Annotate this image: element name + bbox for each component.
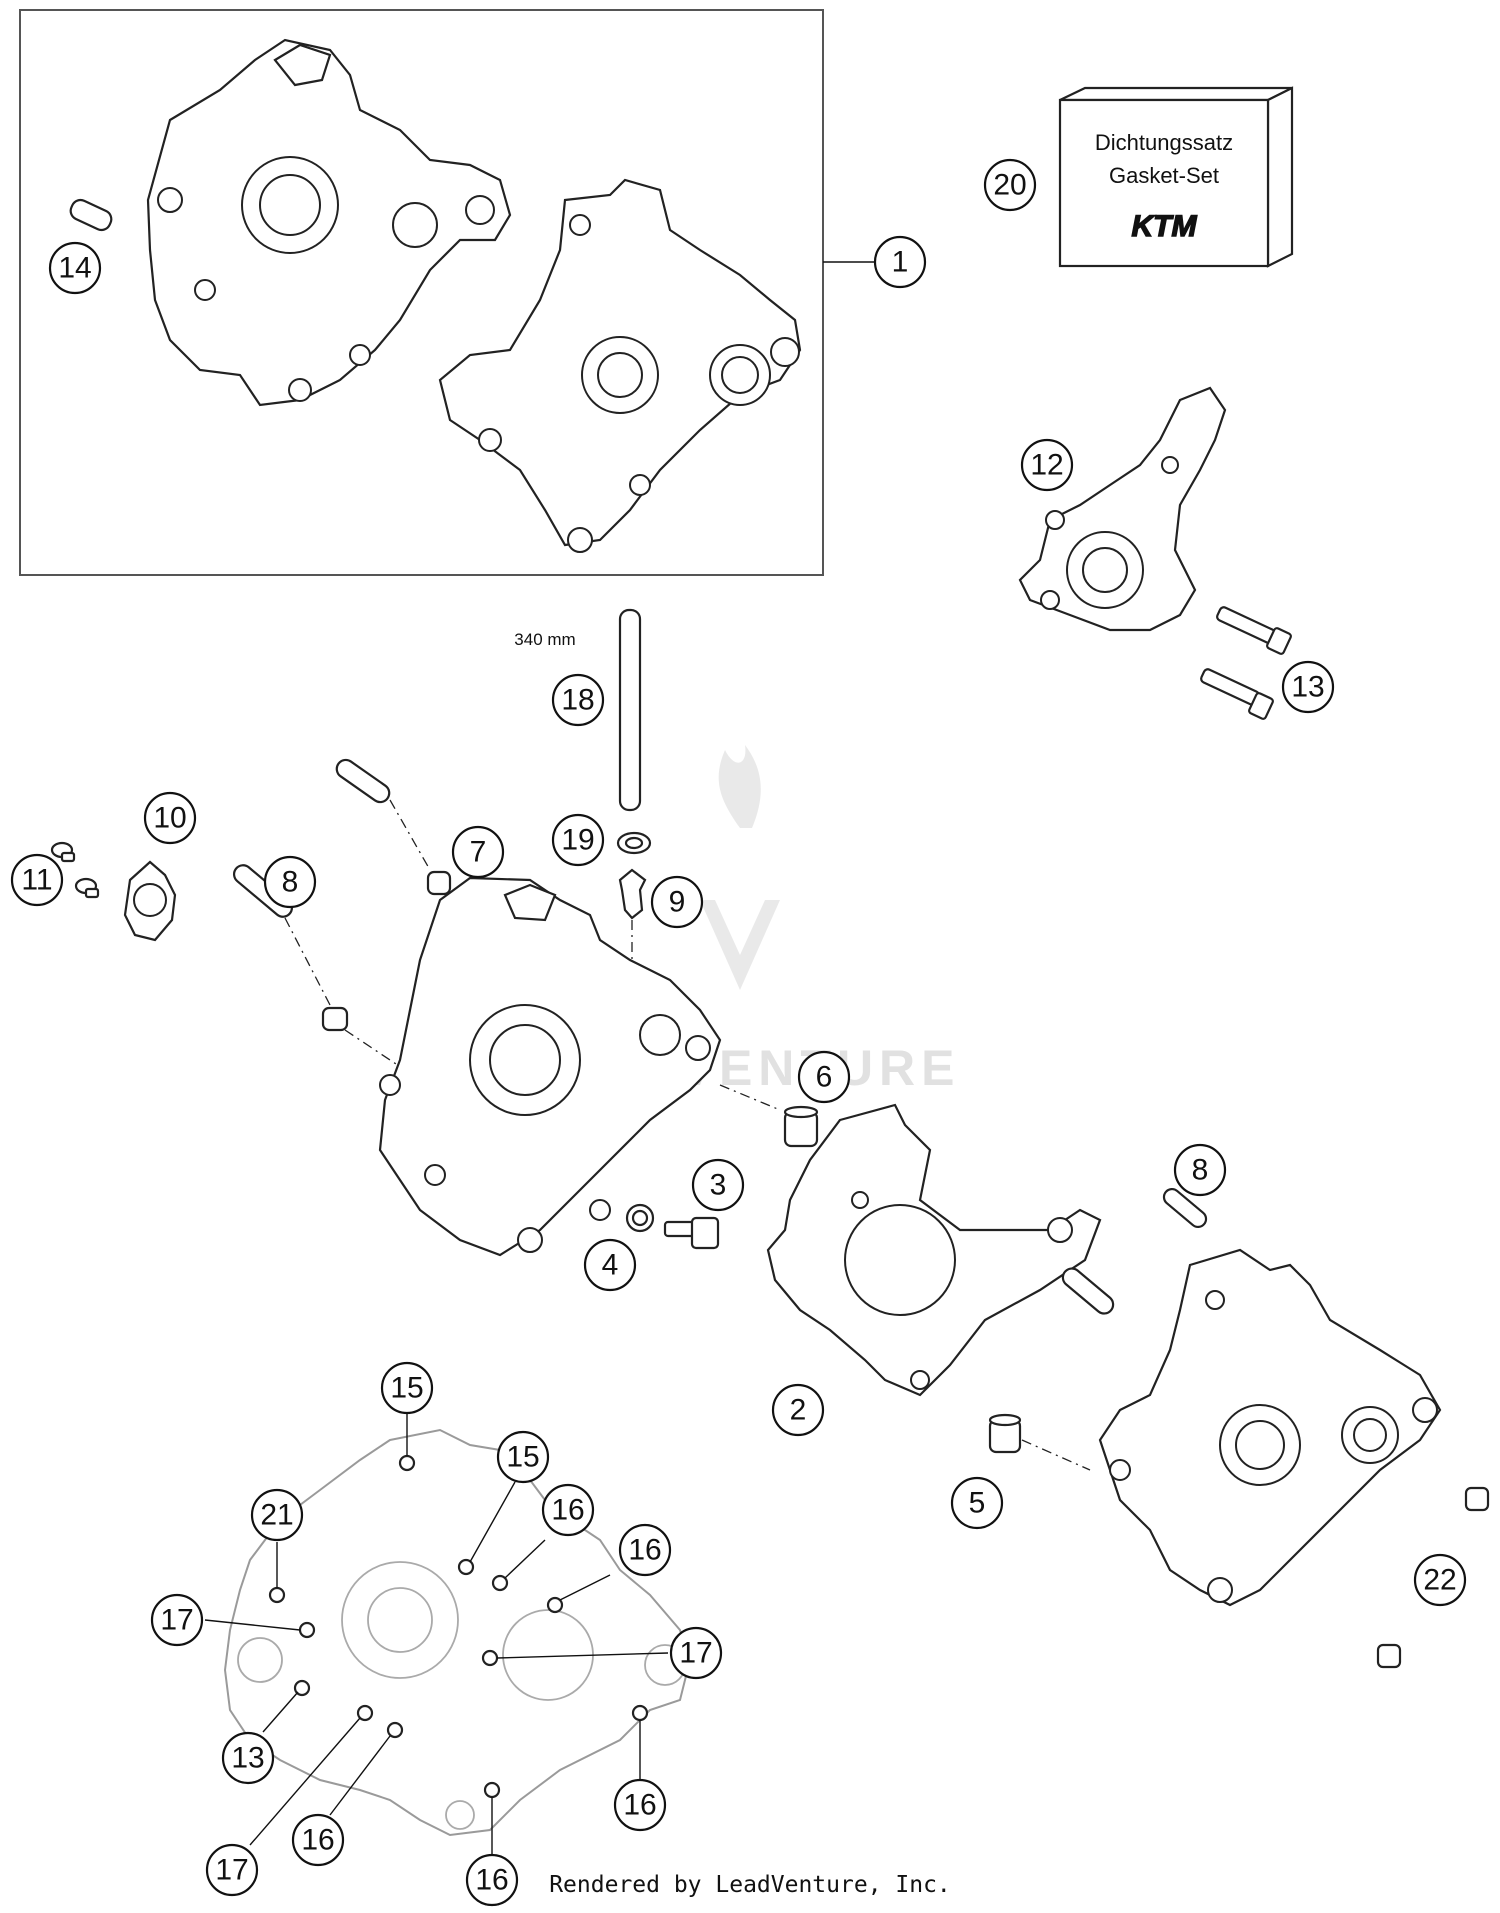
bushing-6 bbox=[719, 1084, 819, 1148]
crankcase-assembly-box bbox=[19, 9, 824, 576]
bushing-22b bbox=[1376, 1643, 1402, 1669]
svg-text:7: 7 bbox=[470, 836, 487, 869]
svg-text:2: 2 bbox=[790, 1394, 807, 1427]
svg-text:15: 15 bbox=[506, 1441, 539, 1474]
gasket-box-line2: Gasket-Set bbox=[1109, 163, 1219, 188]
svg-text:20: 20 bbox=[993, 169, 1026, 202]
svg-text:10: 10 bbox=[153, 802, 186, 835]
callout-16c: 16 bbox=[613, 1778, 667, 1832]
crankcase-half-center bbox=[378, 876, 722, 1257]
callout-7: 7 bbox=[451, 825, 505, 879]
callout-21: 21 bbox=[250, 1488, 304, 1542]
svg-text:4: 4 bbox=[602, 1249, 619, 1282]
bushing-22a bbox=[1464, 1486, 1490, 1512]
svg-text:18: 18 bbox=[561, 684, 594, 717]
screw-11b bbox=[74, 877, 100, 899]
washer-4 bbox=[625, 1203, 655, 1233]
svg-text:6: 6 bbox=[816, 1061, 833, 1094]
svg-text:5: 5 bbox=[969, 1487, 986, 1520]
bushing-5 bbox=[988, 1413, 1091, 1471]
callout-19: 19 bbox=[551, 813, 605, 867]
svg-text:19: 19 bbox=[561, 824, 594, 857]
bolt-13b bbox=[1200, 668, 1274, 720]
callout-13-top: 13 bbox=[1281, 660, 1335, 714]
svg-text:14: 14 bbox=[58, 252, 91, 285]
crankcase-half-right-top bbox=[438, 178, 802, 553]
callout-16b: 16 bbox=[618, 1523, 672, 1577]
gasket-10 bbox=[123, 860, 177, 942]
callout-16d: 16 bbox=[291, 1813, 345, 1867]
callout-8-left: 8 bbox=[263, 855, 317, 909]
callout-17a: 17 bbox=[150, 1593, 204, 1647]
svg-text:16: 16 bbox=[551, 1494, 584, 1527]
ktm-logo: KTM bbox=[1132, 210, 1198, 243]
svg-text:13: 13 bbox=[1291, 671, 1324, 704]
pin-8-left bbox=[232, 864, 421, 1081]
tube-18: 340 mm bbox=[514, 608, 642, 812]
callout-4: 4 bbox=[583, 1238, 637, 1292]
gasket-box-line1: Dichtungssatz bbox=[1095, 130, 1233, 155]
svg-text:16: 16 bbox=[628, 1534, 661, 1567]
callout-16e: 16 bbox=[465, 1853, 519, 1907]
leader-lines bbox=[204, 1414, 669, 1855]
callout-15b: 15 bbox=[496, 1430, 550, 1484]
callout-16a: 16 bbox=[541, 1483, 595, 1537]
svg-text:17: 17 bbox=[215, 1854, 248, 1887]
bolt-13a bbox=[1216, 606, 1292, 655]
svg-text:16: 16 bbox=[475, 1864, 508, 1897]
callout-17b: 17 bbox=[669, 1626, 723, 1680]
pin-right-lower bbox=[1061, 1267, 1115, 1315]
callout-13-bottom: 13 bbox=[221, 1731, 275, 1785]
callout-15a: 15 bbox=[380, 1361, 434, 1415]
crankcase-half-left-top bbox=[146, 38, 512, 407]
svg-text:21: 21 bbox=[260, 1499, 293, 1532]
svg-text:15: 15 bbox=[390, 1372, 423, 1405]
callout-14: 14 bbox=[48, 241, 102, 295]
callout-20: 20 bbox=[983, 158, 1037, 212]
gasket-2 bbox=[766, 1103, 1102, 1397]
gasket-set-box: Dichtungssatz Gasket-Set KTM bbox=[1058, 86, 1294, 268]
callout-12: 12 bbox=[1020, 438, 1074, 492]
svg-text:11: 11 bbox=[21, 864, 52, 897]
crankcase-half-lower-right bbox=[1098, 1248, 1442, 1607]
svg-text:17: 17 bbox=[160, 1604, 193, 1637]
callout-5: 5 bbox=[950, 1476, 1004, 1530]
callout-3: 3 bbox=[691, 1158, 745, 1212]
callout-6: 6 bbox=[797, 1050, 851, 1104]
svg-text:8: 8 bbox=[1192, 1154, 1209, 1187]
svg-text:16: 16 bbox=[301, 1824, 334, 1857]
callout-18: 18 bbox=[551, 673, 605, 727]
pin-14 bbox=[69, 198, 113, 232]
svg-text:22: 22 bbox=[1423, 1564, 1456, 1597]
callout-11: 11 bbox=[10, 853, 64, 907]
callout-8-right: 8 bbox=[1173, 1143, 1227, 1197]
bracket-12 bbox=[1018, 386, 1227, 632]
clamp-19 bbox=[616, 831, 652, 855]
svg-text:12: 12 bbox=[1030, 449, 1063, 482]
callout-9: 9 bbox=[650, 875, 704, 929]
footer-credit: Rendered by LeadVenture, Inc. bbox=[549, 1872, 951, 1898]
callout-17c: 17 bbox=[205, 1843, 259, 1897]
screw-11a bbox=[50, 841, 76, 863]
callout-22: 22 bbox=[1413, 1553, 1467, 1607]
svg-text:9: 9 bbox=[669, 886, 686, 919]
svg-text:3: 3 bbox=[710, 1169, 727, 1202]
length-label: 340 mm bbox=[514, 630, 575, 649]
svg-text:1: 1 bbox=[892, 246, 909, 279]
svg-text:8: 8 bbox=[282, 866, 299, 899]
callout-10: 10 bbox=[143, 791, 197, 845]
crankcase-cover-light bbox=[223, 1428, 692, 1837]
svg-text:13: 13 bbox=[231, 1742, 264, 1775]
pin-8-right bbox=[1162, 1187, 1208, 1229]
drain-plug-3 bbox=[663, 1216, 720, 1250]
callout-2: 2 bbox=[771, 1383, 825, 1437]
svg-text:16: 16 bbox=[623, 1789, 656, 1822]
callout-1: 1 bbox=[873, 235, 927, 289]
svg-text:17: 17 bbox=[679, 1637, 712, 1670]
